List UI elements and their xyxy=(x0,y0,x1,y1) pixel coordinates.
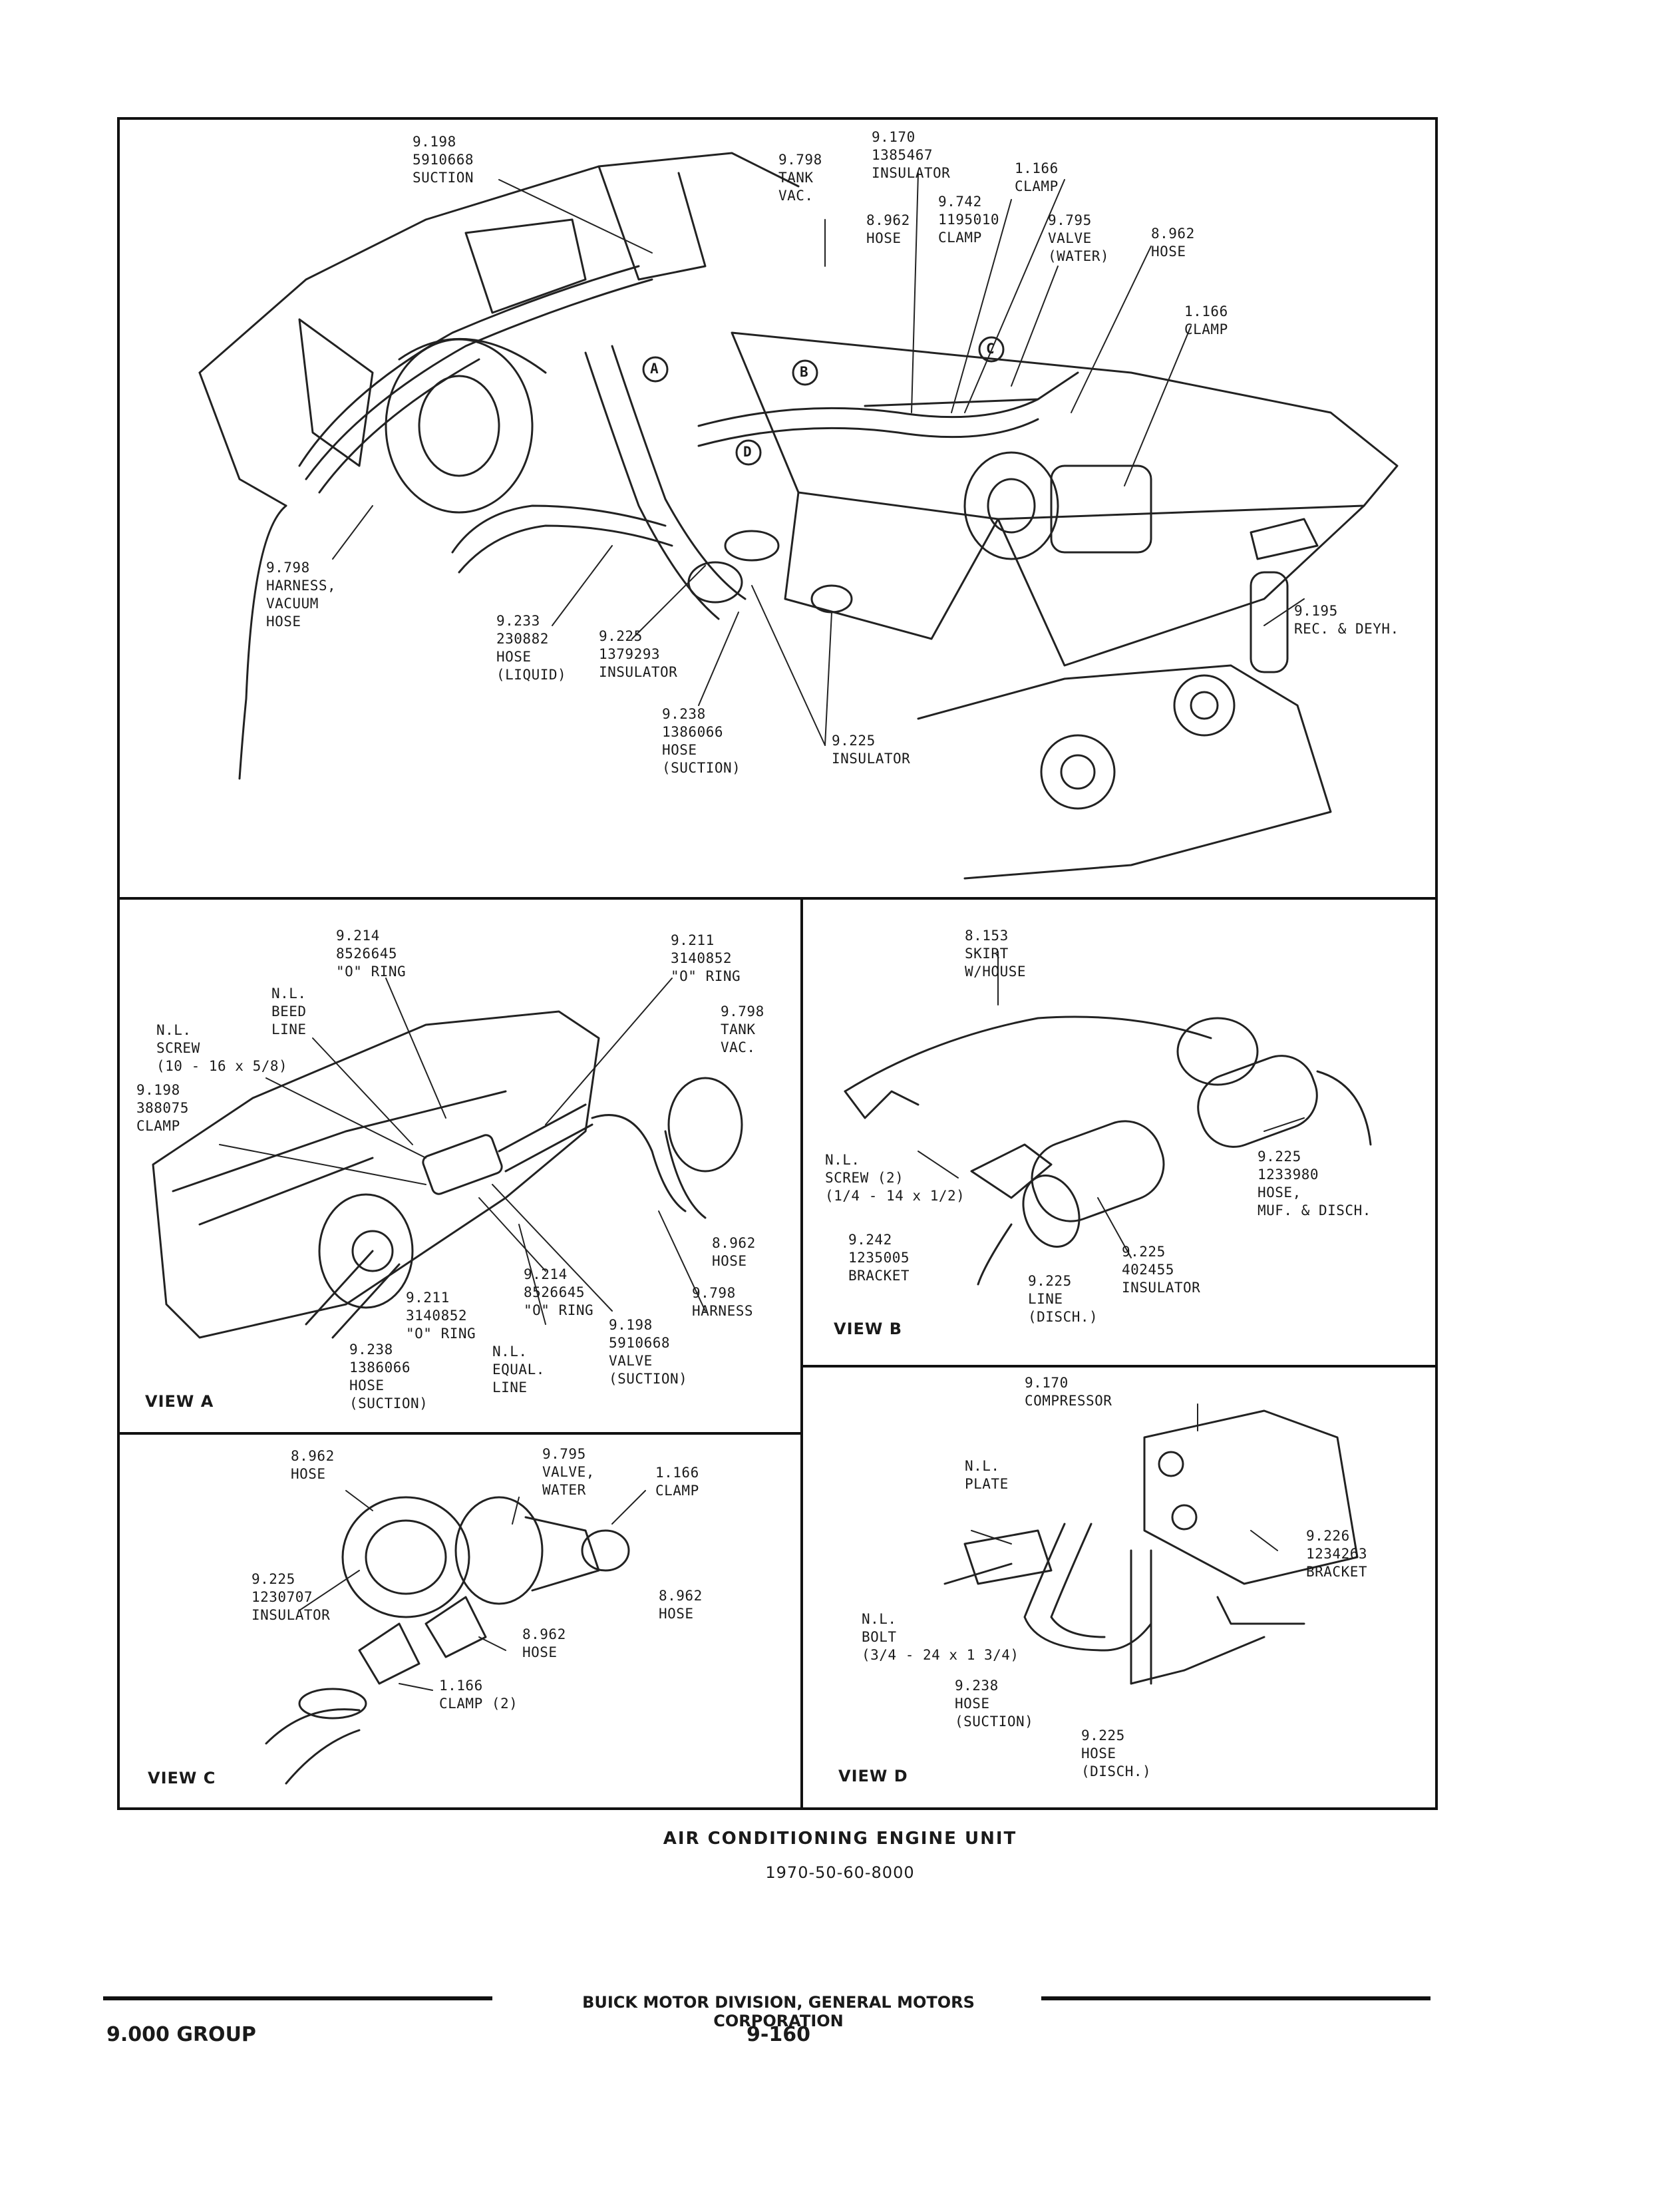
callout-clamp-lower: 1.166 CLAMP xyxy=(1184,303,1228,337)
diagram-title: AIR CONDITIONING ENGINE UNIT xyxy=(663,1829,1017,1849)
view-b-callout-insulator: 9.225 402455 INSULATOR xyxy=(1122,1244,1201,1296)
callout-receiver-dehydrator: 9.195 REC. & DEYH. xyxy=(1294,603,1399,637)
view-a-callout-equal-line: N.L. EQUAL. LINE xyxy=(492,1344,545,1395)
callout-harness: 9.798 HARNESS, VACUUM HOSE xyxy=(266,560,337,630)
callout-hose-8962: 8.962 HOSE xyxy=(1151,226,1195,260)
view-a-callout-o-ring-lower: 9.214 8526645 "O" RING xyxy=(524,1266,594,1318)
callout-clamp: 1.166 CLAMP xyxy=(1015,160,1059,194)
view-b-callout-hose-muf-disch: 9.225 1233980 HOSE, MUF. & DISCH. xyxy=(1258,1149,1371,1218)
view-d-callout-plate: N.L. PLATE xyxy=(965,1458,1009,1492)
callout-insulator: 9.170 1385467 INSULATOR xyxy=(872,129,951,181)
footer-rule-left xyxy=(103,1996,492,2000)
view-d-callout-hose-suction: 9.238 HOSE (SUCTION) xyxy=(955,1678,1034,1730)
view-c-panel xyxy=(117,1435,803,1810)
view-a-callout-o-ring-top: 9.214 8526645 "O" RING xyxy=(336,928,407,980)
view-a-callout-o-ring-right: 9.211 3140852 "O" RING xyxy=(671,932,741,984)
view-a-title: VIEW A xyxy=(145,1392,214,1411)
callout-liquid-hose: 9.233 230882 HOSE (LIQUID) xyxy=(496,613,567,683)
view-a-callout-tank-vac: 9.798 TANK VAC. xyxy=(721,1004,764,1055)
view-a-callout-hose: 8.962 HOSE xyxy=(712,1235,756,1269)
footer-rule-right xyxy=(1041,1996,1430,2000)
view-a-callout-clamp: 9.198 388075 CLAMP xyxy=(136,1082,189,1134)
view-d-callout-hose-disch: 9.225 HOSE (DISCH.) xyxy=(1081,1728,1152,1779)
marker-a: A xyxy=(650,361,659,377)
view-b-panel xyxy=(803,900,1438,1368)
diagram-code: 1970-50-60-8000 xyxy=(765,1863,915,1882)
view-d-callout-compressor: 9.170 COMPRESSOR xyxy=(1025,1375,1112,1409)
marker-b: B xyxy=(800,364,809,380)
view-d-art xyxy=(943,1403,1359,1685)
view-c-callout-hose-lower: 8.962 HOSE xyxy=(522,1626,566,1660)
view-a-callout-beed-line: N.L. BEED LINE xyxy=(271,986,307,1037)
view-b-title: VIEW B xyxy=(834,1320,903,1338)
page-number: 9-160 xyxy=(747,2023,810,2046)
diagram-frame xyxy=(117,117,1438,1810)
view-d-callout-bracket: 9.226 1234263 BRACKET xyxy=(1306,1528,1368,1580)
footer-group: 9.000 GROUP xyxy=(106,2023,256,2046)
callout-suction: 9.198 5910668 SUCTION xyxy=(413,134,474,186)
view-c-callout-hose-right: 8.962 HOSE xyxy=(659,1588,703,1622)
view-c-art xyxy=(265,1490,646,1785)
view-c-callout-insulator: 9.225 1230707 INSULATOR xyxy=(252,1571,331,1623)
callout-insulator-9225: 9.225 INSULATOR xyxy=(832,733,911,767)
view-c-callout-valve-water: 9.795 VALVE, WATER xyxy=(542,1446,595,1498)
view-c-title: VIEW C xyxy=(148,1769,216,1787)
callout-hose: 8.962 HOSE xyxy=(866,212,910,246)
view-a-callout-screw: N.L. SCREW (10 - 16 x 5/8) xyxy=(156,1022,288,1074)
view-b-callout-line-disch: 9.225 LINE (DISCH.) xyxy=(1028,1273,1098,1325)
view-a-panel xyxy=(117,900,803,1435)
callout-clamp-9742: 9.742 1195010 CLAMP xyxy=(938,194,1000,246)
view-b-callout-bracket: 9.242 1235005 BRACKET xyxy=(848,1232,910,1284)
main-view-art xyxy=(198,152,1399,880)
view-c-callout-hose-top: 8.962 HOSE xyxy=(291,1448,335,1482)
marker-d: D xyxy=(743,444,753,460)
callout-suction-hose: 9.238 1386066 HOSE (SUCTION) xyxy=(662,706,741,776)
main-view-panel xyxy=(117,117,1438,900)
view-d-title: VIEW D xyxy=(838,1767,908,1785)
view-a-art xyxy=(152,978,743,1339)
callout-valve-water: 9.795 VALVE (WATER) xyxy=(1048,212,1110,264)
view-a-callout-harness: 9.798 HARNESS xyxy=(692,1285,754,1319)
marker-c: C xyxy=(986,341,995,357)
view-b-callout-screw: N.L. SCREW (2) (1/4 - 14 x 1/2) xyxy=(825,1152,965,1204)
callout-insulator-1379293: 9.225 1379293 INSULATOR xyxy=(599,628,678,680)
view-b-callout-skirt: 8.153 SKIRT W/HOUSE xyxy=(965,928,1027,980)
view-a-callout-valve-suction: 9.198 5910668 VALVE (SUCTION) xyxy=(609,1317,688,1387)
view-a-callout-o-ring-left: 9.211 3140852 "O" RING xyxy=(406,1290,476,1342)
view-c-callout-clamp-2: 1.166 CLAMP (2) xyxy=(439,1678,518,1712)
view-a-callout-hose-suction: 9.238 1386066 HOSE (SUCTION) xyxy=(349,1342,428,1411)
view-c-callout-clamp: 1.166 CLAMP xyxy=(655,1465,699,1499)
callout-tank-vac: 9.798 TANK VAC. xyxy=(778,152,822,204)
footer-division: BUICK MOTOR DIVISION, GENERAL MOTORS COR… xyxy=(582,1993,975,2030)
view-b-art xyxy=(844,951,1372,1286)
view-d-callout-bolt: N.L. BOLT (3/4 - 24 x 1 3/4) xyxy=(862,1611,1019,1663)
